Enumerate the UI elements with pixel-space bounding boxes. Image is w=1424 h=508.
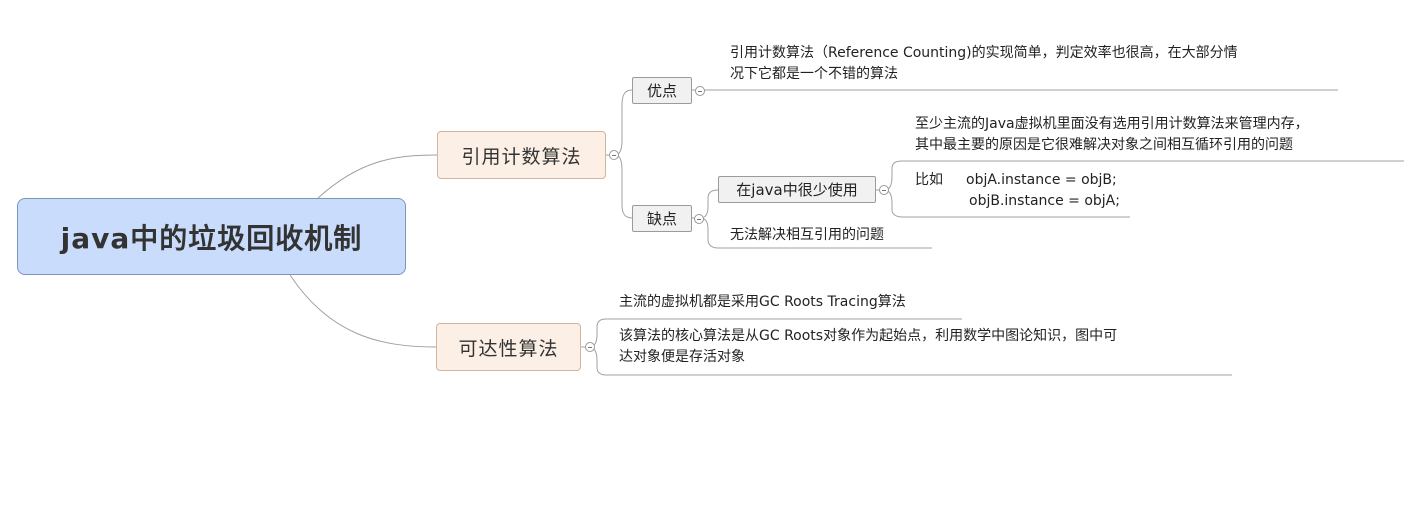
topic-cons[interactable]: 缺点 xyxy=(632,205,692,232)
topic-pros-label: 优点 xyxy=(646,82,677,100)
topic-reference-counting-label: 引用计数算法 xyxy=(461,145,582,168)
reachability-note-2-line-1: 该算法的核心算法是从GC Roots对象作为起始点，利用数学中图论知识，图中可 xyxy=(619,328,1118,344)
pros-note-line-1: 引用计数算法（Reference Counting)的实现简单，判定效率也很高，… xyxy=(730,45,1238,61)
collapse-pros-icon[interactable] xyxy=(695,86,705,96)
topic-reachability[interactable]: 可达性算法 xyxy=(436,323,581,371)
example-code-line-2: objB.instance = objA; xyxy=(969,193,1120,209)
pros-note-line-2: 况下它都是一个不错的算法 xyxy=(730,66,898,82)
collapse-reachability-icon[interactable] xyxy=(585,342,595,352)
root-topic[interactable]: java中的垃圾回收机制 xyxy=(17,198,406,275)
example-code-line-1: objA.instance = objB; xyxy=(966,172,1117,188)
reachability-note-2-line-2: 达对象便是存活对象 xyxy=(619,349,745,365)
topic-reference-counting[interactable]: 引用计数算法 xyxy=(437,131,606,179)
connector-cons-mutual xyxy=(699,217,719,249)
topic-rarely-used-label: 在java中很少使用 xyxy=(736,181,858,199)
connector-root-refcount xyxy=(317,154,438,199)
cons-mutual-reference-note: 无法解决相互引用的问题 xyxy=(730,227,884,243)
connector-refcount-pros xyxy=(606,89,633,156)
rarely-used-note-line-2: 其中最主要的原因是它很难解决对象之间相互循环引用的问题 xyxy=(915,137,1293,153)
topic-pros[interactable]: 优点 xyxy=(632,77,692,104)
collapse-cons-icon[interactable] xyxy=(694,214,704,224)
example-label: 比如 xyxy=(915,172,943,188)
connector-root-reachability xyxy=(289,274,437,348)
collapse-rarely-used-icon[interactable] xyxy=(879,185,889,195)
root-topic-label: java中的垃圾回收机制 xyxy=(60,221,363,255)
topic-reachability-label: 可达性算法 xyxy=(458,337,559,360)
connector-refcount-cons xyxy=(614,154,633,219)
collapse-reference-counting-icon[interactable] xyxy=(609,150,619,160)
rarely-used-note-line-1: 至少主流的Java虚拟机里面没有选用引用计数算法来管理内存， xyxy=(915,116,1309,132)
reachability-note-1: 主流的虚拟机都是采用GC Roots Tracing算法 xyxy=(619,294,906,310)
topic-cons-label: 缺点 xyxy=(646,210,677,228)
topic-rarely-used-in-java[interactable]: 在java中很少使用 xyxy=(718,176,876,203)
